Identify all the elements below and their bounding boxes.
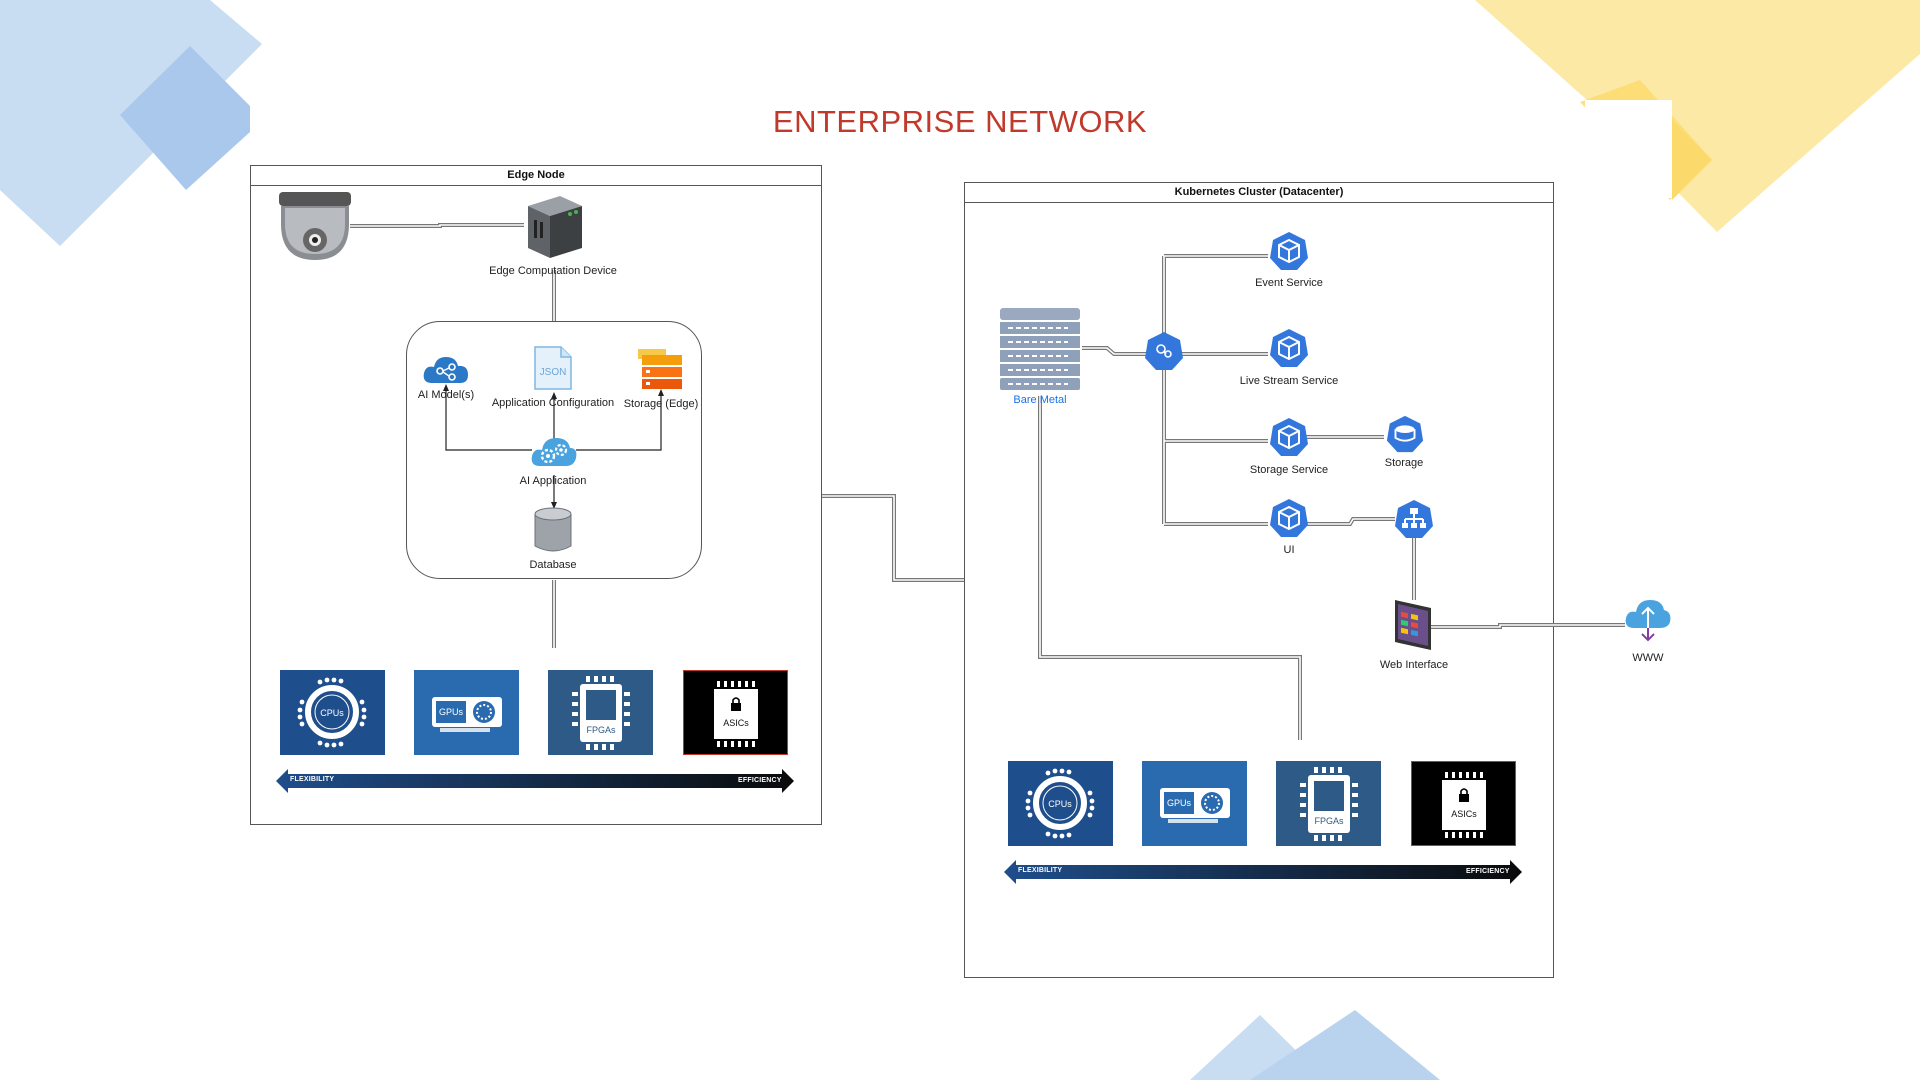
storage-label: Storage — [1384, 457, 1424, 469]
edge-cpu-label: CPUs — [320, 708, 344, 718]
storage-service-label: Storage Service — [1249, 464, 1329, 476]
database-label: Database — [529, 559, 577, 571]
edge-gpu-chip: GPUs — [414, 670, 519, 755]
ai-application-label: AI Application — [519, 475, 587, 487]
live-stream-service-icon — [1268, 327, 1310, 374]
edge-flexibility-label: FLEXIBILITY — [290, 776, 335, 783]
k8s-asic-chip: ASICs — [1411, 761, 1516, 846]
storage-edge-icon — [636, 347, 684, 398]
edge-fpga-label: FPGAs — [586, 725, 616, 735]
www-label: WWW — [1632, 652, 1664, 664]
k8s-asic-label: ASICs — [1451, 809, 1477, 819]
ui-service-icon — [1268, 497, 1310, 544]
ai-models-cloud-icon — [422, 353, 470, 392]
storage-service-icon — [1268, 416, 1310, 463]
k8s-cpu-label: CPUs — [1048, 799, 1072, 809]
edge-cpu-chip: CPUs — [280, 670, 385, 755]
database-icon — [533, 506, 573, 559]
edge-asic-label: ASICs — [723, 718, 749, 728]
bare-metal-label: Bare Metal — [1013, 394, 1067, 406]
www-cloud-icon — [1624, 598, 1672, 649]
edge-gpu-label: GPUs — [438, 707, 464, 717]
edge-computation-device-label: Edge Computation Device — [489, 265, 617, 277]
k8s-fpga-chip: FPGAs — [1276, 761, 1381, 846]
network-ingress-icon — [1393, 498, 1435, 545]
edge-computation-device-icon — [520, 192, 586, 265]
ui-service-label: UI — [1283, 544, 1295, 556]
bare-metal-server-icon — [998, 306, 1084, 397]
web-interface-monitor-icon — [1393, 598, 1435, 657]
ai-models-label: AI Model(s) — [417, 389, 475, 401]
k8s-fpga-label: FPGAs — [1314, 816, 1344, 826]
json-file-icon: JSON — [533, 345, 573, 396]
event-service-label: Event Service — [1255, 277, 1323, 289]
dome-camera-icon — [275, 190, 355, 271]
edge-flex-efficiency-arrow: FLEXIBILITY EFFICIENCY — [276, 767, 794, 800]
k8s-cpu-chip: CPUs — [1008, 761, 1113, 846]
edge-fpga-chip: FPGAs — [548, 670, 653, 755]
json-text: JSON — [540, 367, 567, 378]
page-title: ENTERPRISE NETWORK — [772, 104, 1148, 139]
edge-node-header: Edge Node — [251, 166, 821, 186]
app-config-label: Application Configuration — [491, 397, 615, 409]
k8s-efficiency-label: EFFICIENCY — [1466, 868, 1510, 875]
event-service-icon — [1268, 230, 1310, 277]
edge-efficiency-label: EFFICIENCY — [738, 777, 782, 784]
ai-application-gears-icon — [530, 430, 578, 475]
k8s-controller-icon — [1143, 330, 1185, 377]
k8s-gpu-label: GPUs — [1166, 798, 1192, 808]
k8s-flex-efficiency-arrow: FLEXIBILITY EFFICIENCY — [1004, 858, 1522, 891]
k8s-flexibility-label: FLEXIBILITY — [1018, 867, 1063, 874]
k8s-cluster-header: Kubernetes Cluster (Datacenter) — [965, 183, 1553, 203]
storage-edge-label: Storage (Edge) — [623, 398, 699, 410]
web-interface-label: Web Interface — [1379, 659, 1449, 671]
live-stream-service-label: Live Stream Service — [1239, 375, 1339, 387]
k8s-gpu-chip: GPUs — [1142, 761, 1247, 846]
edge-asic-chip: ASICs — [683, 670, 788, 755]
storage-volume-icon — [1385, 414, 1425, 459]
